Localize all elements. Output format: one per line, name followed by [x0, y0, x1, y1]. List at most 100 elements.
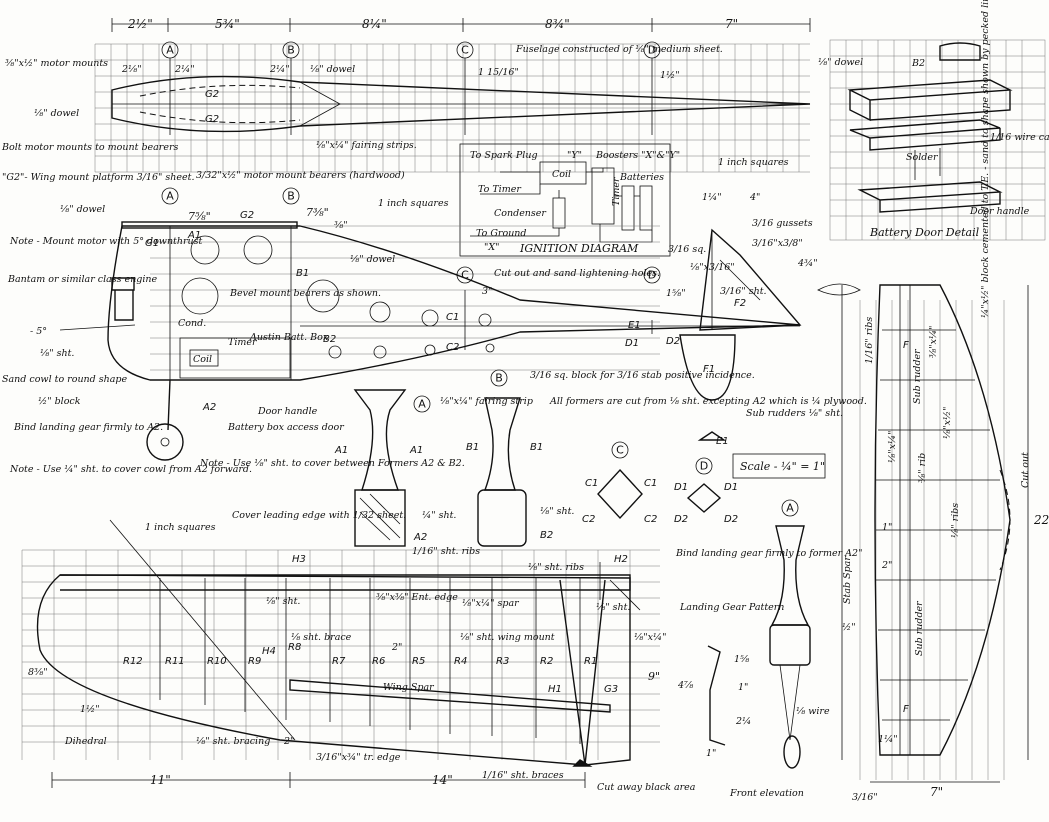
stabilizer-outline — [841, 284, 1029, 783]
side-c1: C1 — [446, 312, 459, 323]
sand-cowl-note: Sand cowl to round shape — [2, 374, 128, 385]
gear-a-marker: A — [786, 502, 794, 515]
wing-h1: H1 — [548, 684, 562, 695]
wing-rib-r5: R5 — [412, 656, 425, 667]
wing-rib-r11: R11 — [165, 656, 185, 667]
side-cond: Cond. — [178, 318, 206, 329]
station-markers-side: A B C D — [161, 187, 661, 284]
former-b2: B2 — [540, 530, 553, 541]
stab-f-bottom: F — [903, 704, 909, 715]
tail-3-16-sht: 3/16" sht. — [720, 286, 767, 297]
side-e1: E1 — [628, 320, 641, 331]
former-d-marker: D — [700, 460, 708, 473]
inch-squares-top: 1 inch squares — [718, 157, 789, 168]
stab-block-note: ¼"x½" block cemented to T.E. - sand to s… — [980, 0, 991, 318]
wing-dim-2-b: 2" — [283, 736, 294, 747]
battery-door-b2: B2 — [911, 58, 925, 69]
ignition-diagram: To Spark Plug Coil "Y" Boosters "X"&"Y" … — [459, 143, 680, 257]
station-c-top: C — [461, 44, 469, 57]
wing-dim-8-3-8: 8⅜" — [28, 667, 48, 678]
station-c-side: C — [461, 269, 469, 282]
station-d-side: D — [648, 269, 656, 282]
leading-edge-note: Cover leading edge with 1/32 sheet. — [232, 510, 406, 521]
wing-sht-1-8-b: ⅛" sht. — [596, 602, 630, 613]
dim-1-15-16: 1 15/16" — [478, 67, 519, 78]
tail-f1: F1 — [703, 364, 715, 375]
battery-door-detail: B2 1/16 wire catch & fitting Solder Door… — [829, 39, 1049, 241]
wing-dim-1-1-2: 1½" — [80, 704, 100, 715]
wing-grid — [21, 549, 660, 760]
g2-note: "G2"- Wing mount platform 3/16" sheet. — [2, 172, 194, 183]
dim-7: 7" — [725, 17, 738, 31]
stab-block-note: 3/16 sq. block for 3/16 stab positive in… — [530, 370, 755, 381]
gear-dim-2-1-4: 2¼ — [735, 716, 751, 727]
wing-outline — [36, 519, 641, 767]
wing-sht-1-8-a: ⅛" sht. — [266, 596, 300, 607]
cut-away-note: Cut away black area — [597, 782, 696, 793]
former-a1-left: A1 — [334, 445, 348, 456]
to-spark-plug: To Spark Plug — [470, 150, 538, 161]
gear-bind-note: Bind landing gear firmly to A2. — [13, 422, 163, 433]
stab-dim-1-1-4: 1¼" — [878, 734, 898, 745]
wing-rib-r3: R3 — [496, 656, 509, 667]
ignition-coil: Coil — [552, 169, 571, 180]
wing-braces: 1/16" sht. braces — [482, 770, 564, 781]
side-inch-squares: 1 inch squares — [378, 198, 449, 209]
side-austin-box: Austin Batt. Box — [249, 332, 329, 343]
wing-dim-9: 9" — [648, 670, 660, 683]
ignition-condenser: Condenser — [494, 208, 547, 219]
side-timer: Timer — [228, 337, 258, 348]
wing-spar-size: ⅛"x¼" spar — [462, 598, 520, 609]
scale-box — [732, 453, 826, 479]
station-a-top: A — [166, 44, 174, 57]
wing-ribs-1-16: 1/16" sht. ribs — [412, 546, 480, 557]
former-d1-left: D1 — [674, 482, 688, 493]
side-a1: A1 — [187, 230, 201, 241]
stab-dim-1-2: ½" — [842, 622, 856, 633]
stab-rib: ⅜" rib — [917, 453, 928, 483]
fin-side-view — [679, 228, 861, 401]
stab-dim-1: 1" — [882, 522, 892, 533]
ignition-y: "Y" — [567, 150, 582, 161]
formers-note: All formers are cut from ⅛ sht. exceptin… — [549, 396, 867, 407]
wing-rib-r4: R4 — [454, 656, 467, 667]
stabilizer-grid — [859, 300, 1005, 780]
tail-4-3-4: 4¾" — [797, 258, 818, 269]
battery-door-title: Battery Door Detail — [869, 226, 980, 239]
battery-door-wire: 1/16 wire catch & fitting — [990, 132, 1049, 143]
dim-5-3-4: 5¾" — [215, 17, 240, 31]
gear-dim-1-b: 1" — [706, 748, 716, 759]
tail-f2: F2 — [734, 298, 746, 309]
side-dowel-label: ⅛" dowel — [60, 204, 105, 215]
former-c1-right: C1 — [644, 478, 657, 489]
side-sheet-1-8: ⅛" sht. — [40, 348, 74, 359]
station-d-top: D — [648, 44, 656, 57]
dowel-top-label: ⅛" dowel — [310, 64, 355, 75]
side-g1: G1 — [145, 238, 159, 249]
dim-7-3-8: 7⅜" — [306, 206, 329, 219]
wing-brace: ⅛ sht. brace — [291, 632, 352, 643]
former-b1-left: B1 — [466, 442, 479, 453]
stab-dim-7: 7" — [930, 785, 943, 799]
dim-2-1-4-a: 2¼" — [174, 64, 195, 75]
former-eighth-sht: ⅛" sht. — [540, 506, 574, 517]
station-b-top: B — [287, 44, 295, 57]
top-view-grid — [94, 43, 810, 173]
side-c2: C2 — [446, 342, 459, 353]
dim-2-1-8: 2⅛" — [121, 64, 142, 75]
gear-dim-1-5-8: 1⅝ — [734, 654, 750, 665]
stab-sub-rudder: Sub rudder — [912, 348, 923, 404]
former-b1-right: B1 — [530, 442, 543, 453]
tail-1-5-8: 1⅝" — [666, 288, 686, 299]
stab-dim-2: 2" — [881, 560, 892, 571]
wing-dim-14: 14" — [432, 773, 453, 787]
dim-2-1-4-b: 2¼" — [269, 64, 290, 75]
wing-rib-r10: R10 — [207, 656, 227, 667]
side-coil: Coil — [193, 354, 212, 365]
former-c1-left: C1 — [585, 478, 598, 489]
wing-inch-squares: 1 inch squares — [145, 522, 216, 533]
bearer-note: 3/32"x½" motor mount bearers (hardwood) — [196, 170, 405, 181]
stab-dim-3-16: 3/16" — [852, 792, 878, 803]
